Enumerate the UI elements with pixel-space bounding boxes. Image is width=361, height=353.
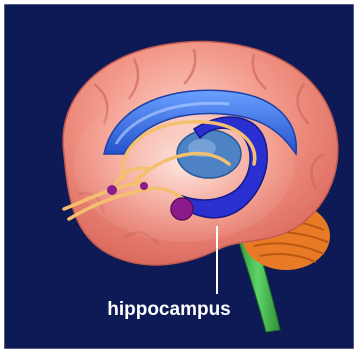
brain-illustration: hippocampus	[4, 4, 354, 349]
mammillary-body	[107, 185, 117, 195]
brain-diagram: hippocampus	[4, 4, 354, 349]
amygdala	[171, 198, 193, 220]
hippocampus-label: hippocampus	[107, 299, 231, 320]
